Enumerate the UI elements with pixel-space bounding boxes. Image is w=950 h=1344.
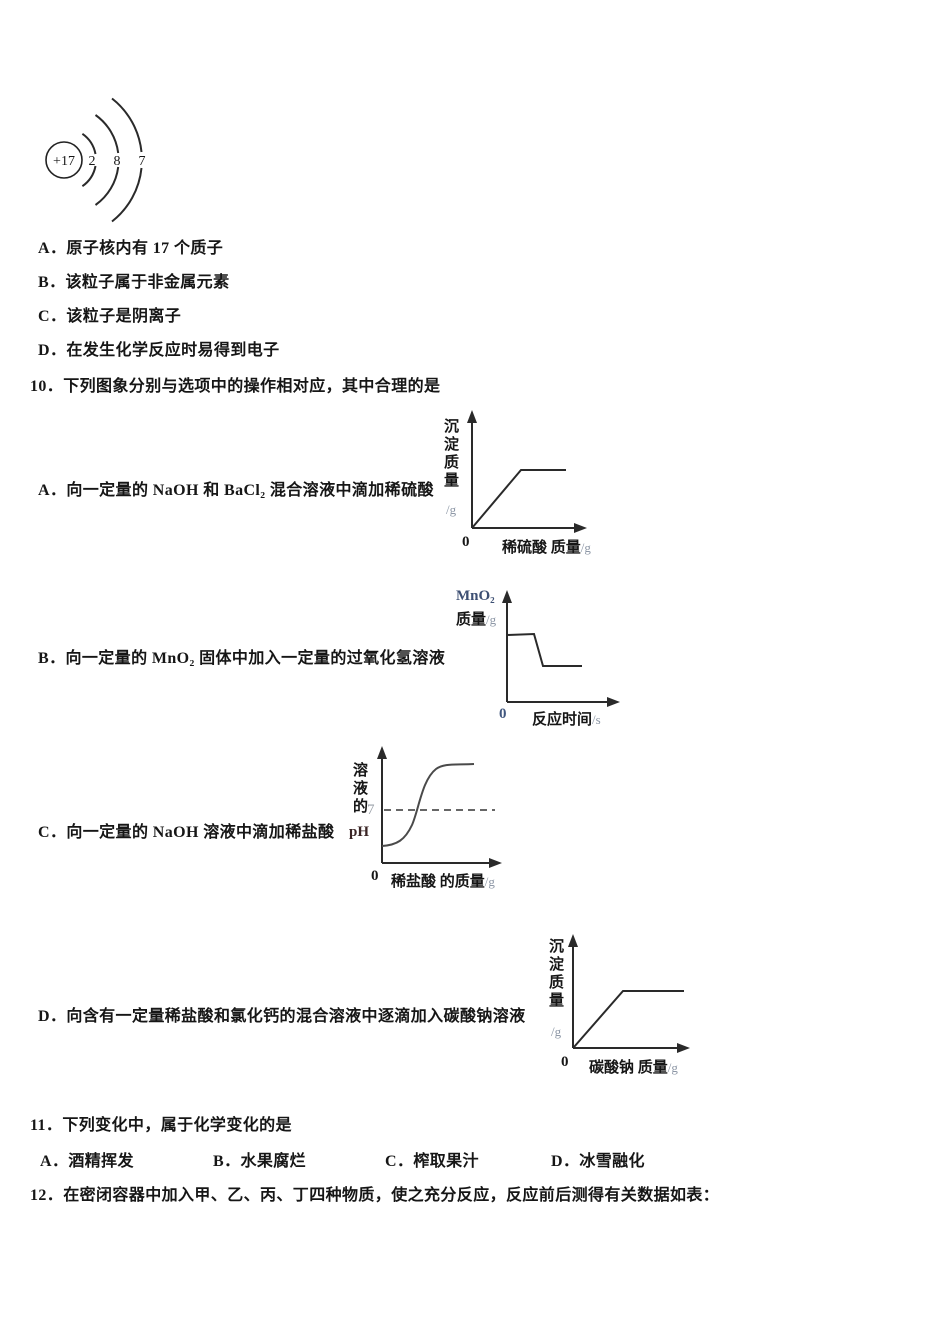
chart-c-xunit: /g [484, 874, 495, 889]
q11-stem: 11．下列变化中，属于化学变化的是 [30, 1117, 292, 1134]
q9-option-a: A．原子核内有 17 个质子 [38, 240, 224, 257]
chart-c-curve [381, 763, 475, 847]
q9-option-b: B．该粒子属于非金属元素 [38, 274, 230, 291]
chart-d-yaxis-arrow-icon [568, 934, 578, 947]
chart-d-ylabel: 沉淀质量 [547, 938, 563, 1010]
chart-b-yunit: /g [486, 612, 497, 627]
chart-c-yaxis-arrow-icon [377, 746, 387, 759]
chart-a-xaxis-arrow-icon [574, 523, 587, 533]
chart-d-xaxis-arrow-icon [677, 1043, 690, 1053]
chart-a-precipitate-vs-h2so4: 沉淀质量 /g 0 稀硫酸 质量/g [438, 410, 648, 560]
chart-c-ph-vs-hcl: 溶液的 7 pH 0 稀盐酸 的质量/g [343, 742, 558, 894]
shell-2-electrons: 8 [114, 154, 121, 169]
chart-d-xlabel: 碳酸钠 质量/g [589, 1060, 678, 1076]
chart-d-xunit: /g [667, 1060, 678, 1075]
chart-b-plot [502, 590, 620, 707]
q10-option-b-text: B．向一定量的 MnO₂ 固体中加入一定量的过氧化氢溶液 [38, 650, 446, 667]
q9-option-d: D．在发生化学反应时易得到电子 [38, 342, 280, 359]
chart-c-ylabel: 溶液的 [351, 762, 367, 816]
chart-d-precipitate-vs-na2co3: 沉淀质量 /g 0 碳酸钠 质量/g [543, 932, 753, 1084]
chart-b-yaxis-arrow-icon [502, 590, 512, 603]
electron-shell-1b [81, 165, 97, 188]
q11-option-c: C．榨取果汁 [385, 1153, 479, 1170]
q10-option-c-text: C．向一定量的 NaOH 溶液中滴加稀盐酸 [38, 824, 335, 841]
chart-c-xlabel: 稀盐酸 的质量/g [391, 874, 495, 890]
atom-structure-diagram: +17 2 8 7 [45, 97, 146, 223]
chart-c-xaxis-arrow-icon [489, 858, 502, 868]
shell-1-electrons: 2 [89, 154, 96, 169]
chart-b-xunit: /s [592, 712, 601, 727]
chart-d-yunit: /g [551, 1024, 562, 1039]
chart-c-ylabel-ph: pH [349, 824, 370, 840]
electron-shell-3b [111, 167, 143, 223]
q10-option-a-text: A．向一定量的 NaOH 和 BaCl₂ 混合溶液中滴加稀硫酸 [38, 482, 434, 499]
q9-option-c: C．该粒子是阴离子 [38, 308, 182, 325]
chart-c-ytick-7: 7 [367, 802, 375, 818]
chart-d-plot [568, 934, 690, 1053]
electron-shell-1 [81, 132, 97, 155]
chart-b-origin: 0 [499, 706, 507, 722]
q10-option-d-text: D．向含有一定量稀盐酸和氯化钙的混合溶液中逐滴加入碳酸钠溶液 [38, 1008, 526, 1025]
chart-a-origin: 0 [462, 534, 470, 550]
chart-a-yaxis-arrow-icon [467, 410, 477, 423]
electron-shell-2 [94, 114, 120, 154]
chart-b-ylabel-mass: 质量/g [456, 612, 497, 628]
chart-b-curve [506, 632, 582, 667]
q12-stem: 12．在密闭容器中加入甲、乙、丙、丁四种物质，使之充分反应，反应前后测得有关数据… [30, 1187, 720, 1204]
shell-3-electrons: 7 [139, 154, 146, 169]
chart-d-curve [573, 990, 684, 1048]
nucleus-circle [45, 141, 83, 179]
chart-a-ylabel: 沉淀质量 [442, 418, 458, 490]
chart-b-xaxis-arrow-icon [607, 697, 620, 707]
chart-c-plot [377, 746, 502, 868]
q11-option-a: A．酒精挥发 [40, 1153, 134, 1170]
chart-d-origin: 0 [561, 1054, 569, 1070]
chart-a-plot [467, 410, 587, 533]
nucleus-charge: +17 [53, 154, 75, 169]
q10-stem: 10．下列图象分别与选项中的操作相对应，其中合理的是 [30, 378, 441, 395]
electron-shell-2b [94, 166, 120, 206]
chart-b-ylabel-formula: MnO₂ [456, 588, 495, 604]
chart-a-yunit: /g [446, 502, 457, 517]
chart-c-origin: 0 [371, 868, 379, 884]
chart-a-xunit: /g [580, 540, 591, 555]
chart-b-xlabel: 反应时间/s [532, 712, 601, 728]
q11-option-d: D．冰雪融化 [551, 1153, 645, 1170]
chart-b-mno2-vs-time: MnO₂ 质量/g 0 反应时间/s [448, 588, 658, 733]
electron-shell-3 [111, 97, 143, 153]
chart-a-xlabel: 稀硫酸 质量/g [502, 540, 591, 556]
q11-option-b: B．水果腐烂 [213, 1153, 307, 1170]
chart-a-curve [471, 469, 566, 529]
